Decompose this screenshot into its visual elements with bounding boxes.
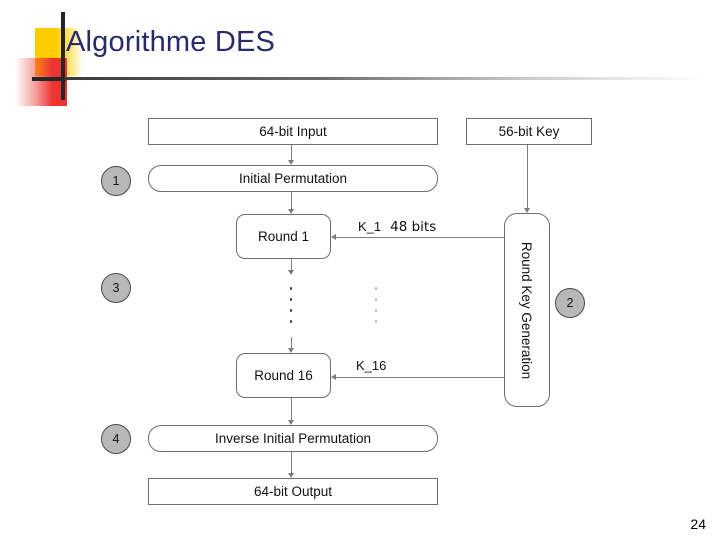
connector-dots-to-round16 <box>291 337 292 348</box>
decor-red-square <box>15 58 67 106</box>
edge-label-k16: K_16 <box>356 358 386 373</box>
slide-header: Algorithme DES <box>0 0 720 106</box>
edge-label-k16-text: K_16 <box>356 358 387 373</box>
step-badge-2: 2 <box>555 288 585 318</box>
decor-vertical-bar <box>61 12 65 100</box>
node-64bit-output: 64-bit Output <box>148 478 438 505</box>
connector-key-to-keygen <box>527 145 528 208</box>
arrowhead-keygen-to-round1 <box>331 233 336 240</box>
arrowhead-keygen-to-round16 <box>331 373 336 380</box>
edge-label-k1-text: K_1 <box>358 219 382 234</box>
node-64bit-input: 64-bit Input <box>148 118 438 145</box>
edge-label-k1: K_1 48 bits <box>358 219 436 235</box>
connector-keygen-to-round1 <box>336 237 504 238</box>
rounds-ellipsis-primary <box>289 287 293 323</box>
decor-horizontal-bar <box>32 77 66 81</box>
node-round-1: Round 1 <box>236 214 331 259</box>
connector-iip-to-output <box>291 452 292 473</box>
rounds-ellipsis-secondary <box>374 287 378 323</box>
page-title: Algorithme DES <box>66 26 276 58</box>
node-round-key-generation: Round Key Generation <box>504 213 550 407</box>
arrowhead-round16-to-iip <box>287 420 294 425</box>
arrowhead-dots-to-round16 <box>287 348 294 353</box>
step-badge-3: 3 <box>101 273 131 303</box>
connector-ip-to-round1 <box>291 192 292 209</box>
arrowhead-key-to-keygen <box>523 208 530 213</box>
node-inverse-initial-permutation: Inverse Initial Permutation <box>148 425 438 452</box>
connector-keygen-to-round16 <box>336 377 504 378</box>
node-initial-permutation: Initial Permutation <box>148 165 438 192</box>
arrowhead-iip-to-output <box>287 473 294 478</box>
step-badge-4: 4 <box>101 424 131 454</box>
node-round-16: Round 16 <box>236 353 331 398</box>
title-underline-rule <box>64 77 702 80</box>
round-key-generation-label: Round Key Generation <box>519 241 535 379</box>
arrowhead-round1-to-dots <box>287 270 294 275</box>
connector-round16-to-iip <box>291 398 292 420</box>
page-number: 24 <box>690 516 706 532</box>
connector-input-to-ip <box>291 145 292 160</box>
connector-round1-to-dots <box>291 259 292 270</box>
edge-label-k1-bits: 48 bits <box>390 219 437 235</box>
node-56bit-key: 56-bit Key <box>466 118 592 145</box>
step-badge-1: 1 <box>101 166 131 196</box>
arrowhead-ip-to-round1 <box>287 209 294 214</box>
arrowhead-input-to-ip <box>287 160 294 165</box>
